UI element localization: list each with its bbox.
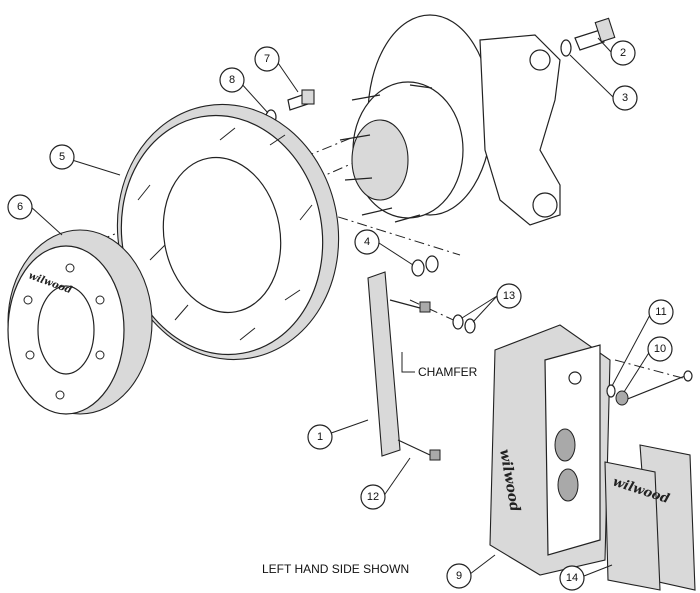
callout-14: 14 [559, 565, 585, 591]
svg-text:8: 8 [229, 74, 235, 86]
svg-text:6: 6 [17, 201, 23, 213]
brake-rotor [116, 103, 340, 361]
svg-text:1: 1 [317, 431, 323, 443]
svg-text:13: 13 [503, 290, 515, 302]
callout-4: 4 [354, 229, 380, 255]
callout-10: 10 [647, 336, 673, 362]
callout-1: 1 [307, 424, 333, 450]
wheel-studs [339, 84, 433, 223]
callout-3: 3 [612, 85, 638, 111]
callout-7: 7 [254, 46, 280, 72]
caliper-bracket [367, 271, 441, 461]
svg-text:5: 5 [59, 151, 65, 163]
svg-text:7: 7 [264, 53, 270, 65]
callout-5: 5 [49, 144, 75, 170]
caliper-bolt [624, 370, 693, 401]
shim-washers [452, 314, 476, 334]
callout-2: 2 [610, 40, 636, 66]
bleed-screw [615, 390, 629, 406]
rotor-hat: wilwood [7, 229, 153, 415]
svg-text:4: 4 [364, 236, 370, 248]
rotor-bolt [287, 89, 315, 111]
svg-text:11: 11 [655, 306, 666, 318]
spindle-bolt [574, 17, 616, 51]
svg-text:2: 2 [620, 47, 626, 59]
spindle-washer [560, 39, 572, 57]
callout-8: 8 [219, 67, 245, 93]
brake-caliper: wilwood [489, 324, 611, 576]
callout-11: 11 [648, 299, 674, 325]
bleed-washer [606, 384, 616, 398]
svg-text:14: 14 [566, 572, 578, 584]
callout-6: 6 [7, 194, 33, 220]
bracket-washers [411, 255, 439, 277]
brake-pads: wilwood [604, 444, 696, 591]
svg-text:12: 12 [367, 491, 379, 503]
chamfer-label: CHAMFER [418, 365, 478, 379]
callout-9: 9 [446, 563, 472, 589]
diagram-caption: LEFT HAND SIDE SHOWN [262, 562, 409, 576]
svg-text:9: 9 [456, 570, 462, 582]
callout-leaders [29, 37, 652, 577]
svg-text:10: 10 [654, 343, 666, 355]
hub-and-spindle [339, 14, 561, 226]
svg-text:3: 3 [622, 92, 628, 104]
callout-13: 13 [496, 283, 522, 309]
callout-12: 12 [360, 484, 386, 510]
